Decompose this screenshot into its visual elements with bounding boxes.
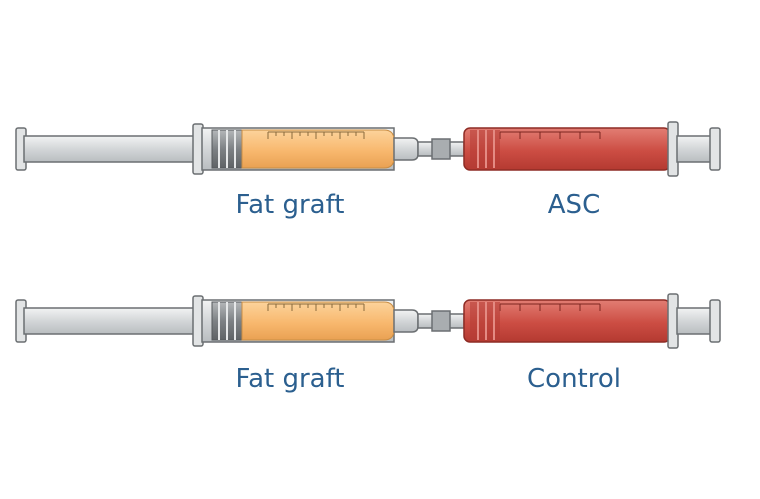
plunger-stopper — [470, 130, 500, 168]
fat-content — [241, 301, 395, 341]
luer-connector-bottom — [417, 310, 465, 332]
fat-content — [241, 129, 395, 169]
fat-graft-syringe-bottom — [15, 295, 419, 347]
luer-connector-top — [417, 138, 465, 160]
asc-label: ASC — [547, 190, 601, 220]
control-syringe — [463, 293, 721, 349]
syringe-pair-bottom — [15, 293, 721, 349]
plunger-stopper — [211, 301, 243, 341]
graduation-marks — [499, 303, 601, 311]
plunger-stopper — [211, 129, 243, 169]
fat-graft-label-bottom: Fat graft — [235, 364, 345, 394]
asc-syringe — [463, 121, 721, 177]
control-label: Control — [527, 364, 621, 394]
graduation-marks — [267, 303, 365, 311]
syringe-pair-top — [15, 121, 721, 177]
graduation-marks — [267, 131, 365, 139]
plunger-stopper — [470, 302, 500, 340]
fat-graft-label-top: Fat graft — [235, 190, 345, 220]
fat-graft-syringe-top — [15, 123, 419, 175]
